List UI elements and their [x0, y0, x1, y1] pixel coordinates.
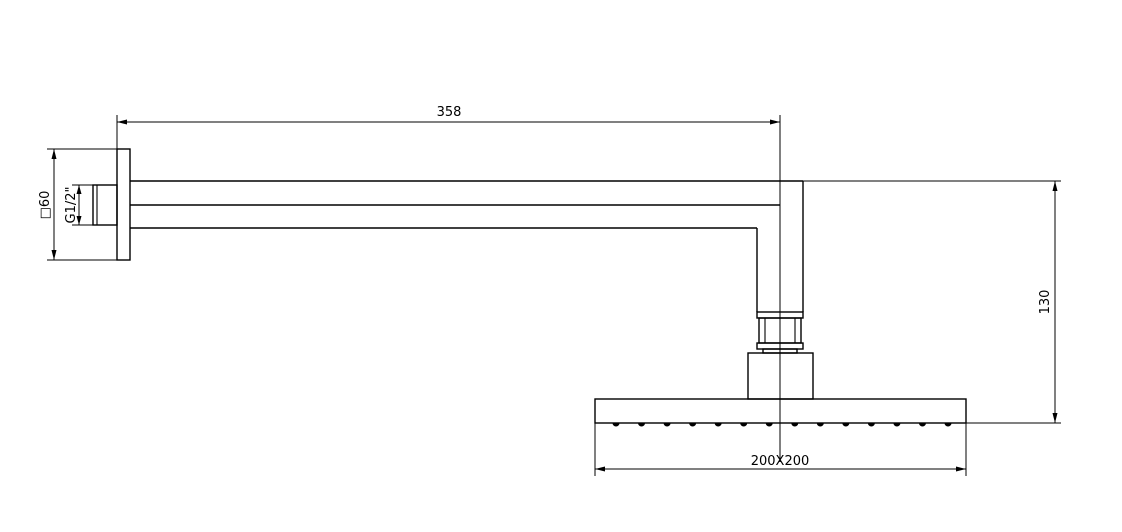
nozzle: [612, 423, 620, 427]
shower-arm: [130, 180, 804, 312]
nozzle: [638, 423, 646, 427]
dimension-flange-size: □60: [38, 148, 117, 261]
dimension-arm-length: 358: [116, 105, 780, 149]
dimension-arm-length-label: 358: [437, 105, 462, 120]
nozzle: [740, 423, 748, 427]
dimension-head-size-label: 200X200: [751, 454, 810, 469]
thread-connector: [92, 184, 118, 226]
dimension-thread-label: G1/2": [64, 187, 79, 224]
shower-head-nozzles: [612, 423, 952, 427]
dimension-flange-size-label: □60: [38, 191, 53, 220]
nozzle: [816, 423, 824, 427]
nozzle: [842, 423, 850, 427]
nozzle: [689, 423, 697, 427]
nozzle: [867, 423, 875, 427]
nozzle: [765, 423, 773, 427]
dimension-head-size: 200X200: [594, 423, 967, 476]
nozzle: [663, 423, 671, 427]
wall-flange: [116, 148, 131, 261]
nozzle: [944, 423, 952, 427]
nozzle: [791, 423, 799, 427]
dimension-thread: G1/2": [64, 184, 93, 226]
nozzle: [893, 423, 901, 427]
dimension-drop-height: 130: [803, 180, 1061, 424]
dimension-drop-height-label: 130: [1038, 290, 1053, 315]
nozzle: [918, 423, 926, 427]
nozzle: [714, 423, 722, 427]
